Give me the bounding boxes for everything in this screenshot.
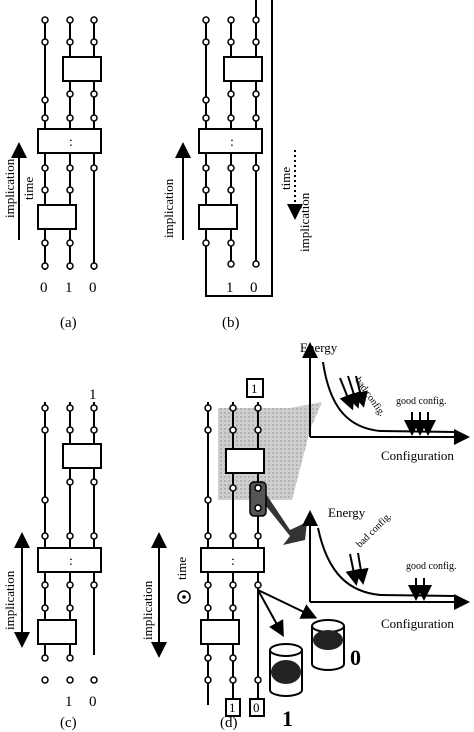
panel-b-implication-label-right: implication (297, 192, 312, 252)
plot-top-y-label: Energy (300, 340, 338, 355)
panel-b-time-label: time (278, 167, 293, 190)
panel-a: : implication time 0 1 0 (a) (2, 16, 102, 331)
panel-b-gate-middle (198, 128, 263, 154)
panel-a-gate-middle-dots: : (69, 135, 73, 150)
panel-b-implication-label-left: implication (161, 178, 176, 238)
plot-top-good-arrows (404, 412, 436, 436)
panel-d-implication-label: implication (140, 580, 155, 640)
plot-top-bad-arrows (339, 375, 368, 411)
panel-a-time-label: time (21, 177, 36, 200)
panel-c-nodes (41, 404, 98, 684)
panel-d-gate-top (225, 448, 265, 474)
panel-a-gate-middle (37, 128, 102, 154)
panel-d-drum-1-label: 1 (282, 706, 293, 731)
panel-b-nodes (202, 16, 260, 268)
panel-d-time-label: time (174, 557, 189, 580)
panel-c-wires (44, 402, 95, 655)
panel-d-bottom-box-1-label: 0 (253, 700, 260, 715)
panel-a-gate-bottom (37, 204, 77, 230)
panel-a-nodes (41, 16, 98, 270)
panel-c-gate-bottom (37, 619, 77, 645)
plot-top-good-label: good config. (396, 396, 447, 407)
panel-d-top-box (246, 378, 264, 398)
panel-b-gate-bottom (198, 204, 238, 230)
panel-a-caption: (a) (60, 315, 77, 331)
plot-bottom-good-arrows (408, 578, 432, 601)
panel-c-top-label: 1 (89, 387, 97, 403)
panel-d-coupling-node-a (254, 484, 262, 492)
panel-d-caption: (d) (220, 715, 238, 731)
panel-d-drum-0-icon (311, 619, 345, 671)
panel-d-energy-plot-bottom: Energy Configuration bad config. good co… (302, 505, 470, 631)
panel-c-output-1: 0 (89, 694, 97, 710)
panel-d-drum-1-icon (269, 643, 303, 697)
panel-a-output-1: 1 (65, 280, 73, 296)
panel-b-gate-middle-dots: : (230, 135, 234, 150)
panel-c: 1 : implication 1 0 (c) (2, 387, 102, 731)
plot-bottom-y-label: Energy (328, 505, 366, 520)
panel-d-arrow-to-drum-0 (257, 589, 318, 619)
panel-c-caption: (c) (60, 715, 77, 731)
panel-a-implication-label: implication (2, 158, 17, 218)
panel-d-top-box-label: 1 (251, 381, 258, 396)
panel-b-gate-top (223, 56, 263, 82)
panel-b-output-1: 0 (250, 280, 258, 296)
panel-d-highlight-connector (290, 402, 322, 430)
panel-d-bottom-box-0-label: 1 (229, 700, 236, 715)
panel-a-output-2: 0 (89, 280, 97, 296)
panel-d-coupling-bar (249, 481, 267, 517)
plot-top-x-label: Configuration (381, 448, 454, 463)
panel-d-nodes (204, 404, 262, 684)
plot-bottom-good-label: good config. (406, 561, 457, 572)
panel-d-thick-arrow (258, 488, 307, 545)
plot-bottom-x-label: Configuration (381, 616, 454, 631)
panel-d-gate-bottom (200, 619, 240, 645)
panel-c-gate-top (62, 443, 102, 469)
panel-c-gate-middle (37, 547, 102, 573)
plot-bottom-bad-arrows (345, 552, 369, 586)
panel-d: 1 : 1 0 implication time (140, 340, 470, 731)
panel-d-arrow-to-drum-1 (257, 589, 284, 638)
panel-b-caption: (b) (222, 315, 240, 331)
panel-b-output-0: 1 (226, 280, 234, 296)
panel-d-energy-plot-top: Energy Configuration bad config. good co… (300, 340, 470, 463)
panel-d-coupling-node-b (254, 504, 262, 512)
panel-d-bottom-box-1 (249, 698, 265, 717)
panel-d-drum-0-label: 0 (350, 645, 361, 670)
panel-c-output-0: 1 (65, 694, 73, 710)
panel-a-output-0: 0 (40, 280, 48, 296)
panel-a-gate-top (62, 56, 102, 82)
panel-d-time-symbol-dot (182, 595, 186, 599)
panel-d-gate-middle (200, 547, 265, 573)
panel-c-gate-middle-dots: : (69, 554, 73, 569)
panel-d-gate-middle-dots: : (231, 554, 235, 569)
panel-b: : implication time implication 1 0 (b) (161, 0, 312, 331)
panel-d-bottom-box-0 (225, 698, 241, 717)
panel-c-implication-label: implication (2, 570, 17, 630)
